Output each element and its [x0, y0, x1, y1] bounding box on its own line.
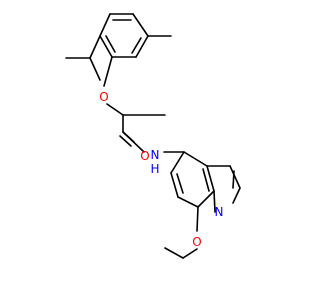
quinoline-rings	[170, 151, 241, 213]
structure-diagram: O O N H N O	[65, 13, 241, 259]
propanamide-chain	[103, 56, 166, 153]
ethoxy-oxygen-label: O	[192, 235, 201, 249]
ethoxy-bonds	[164, 206, 199, 259]
ether-oxygen-label: O	[99, 90, 108, 104]
aryl-ring	[99, 13, 149, 58]
amide-nitrogen-label: N	[151, 148, 160, 162]
amide-hydrogen-label: H	[150, 162, 159, 176]
molecule-svg: O O N H N O	[65, 13, 241, 259]
quinoline-nitrogen-label: N	[215, 205, 224, 219]
isopropyl-bonds	[65, 35, 101, 81]
carbonyl-oxygen-label: O	[140, 149, 149, 163]
